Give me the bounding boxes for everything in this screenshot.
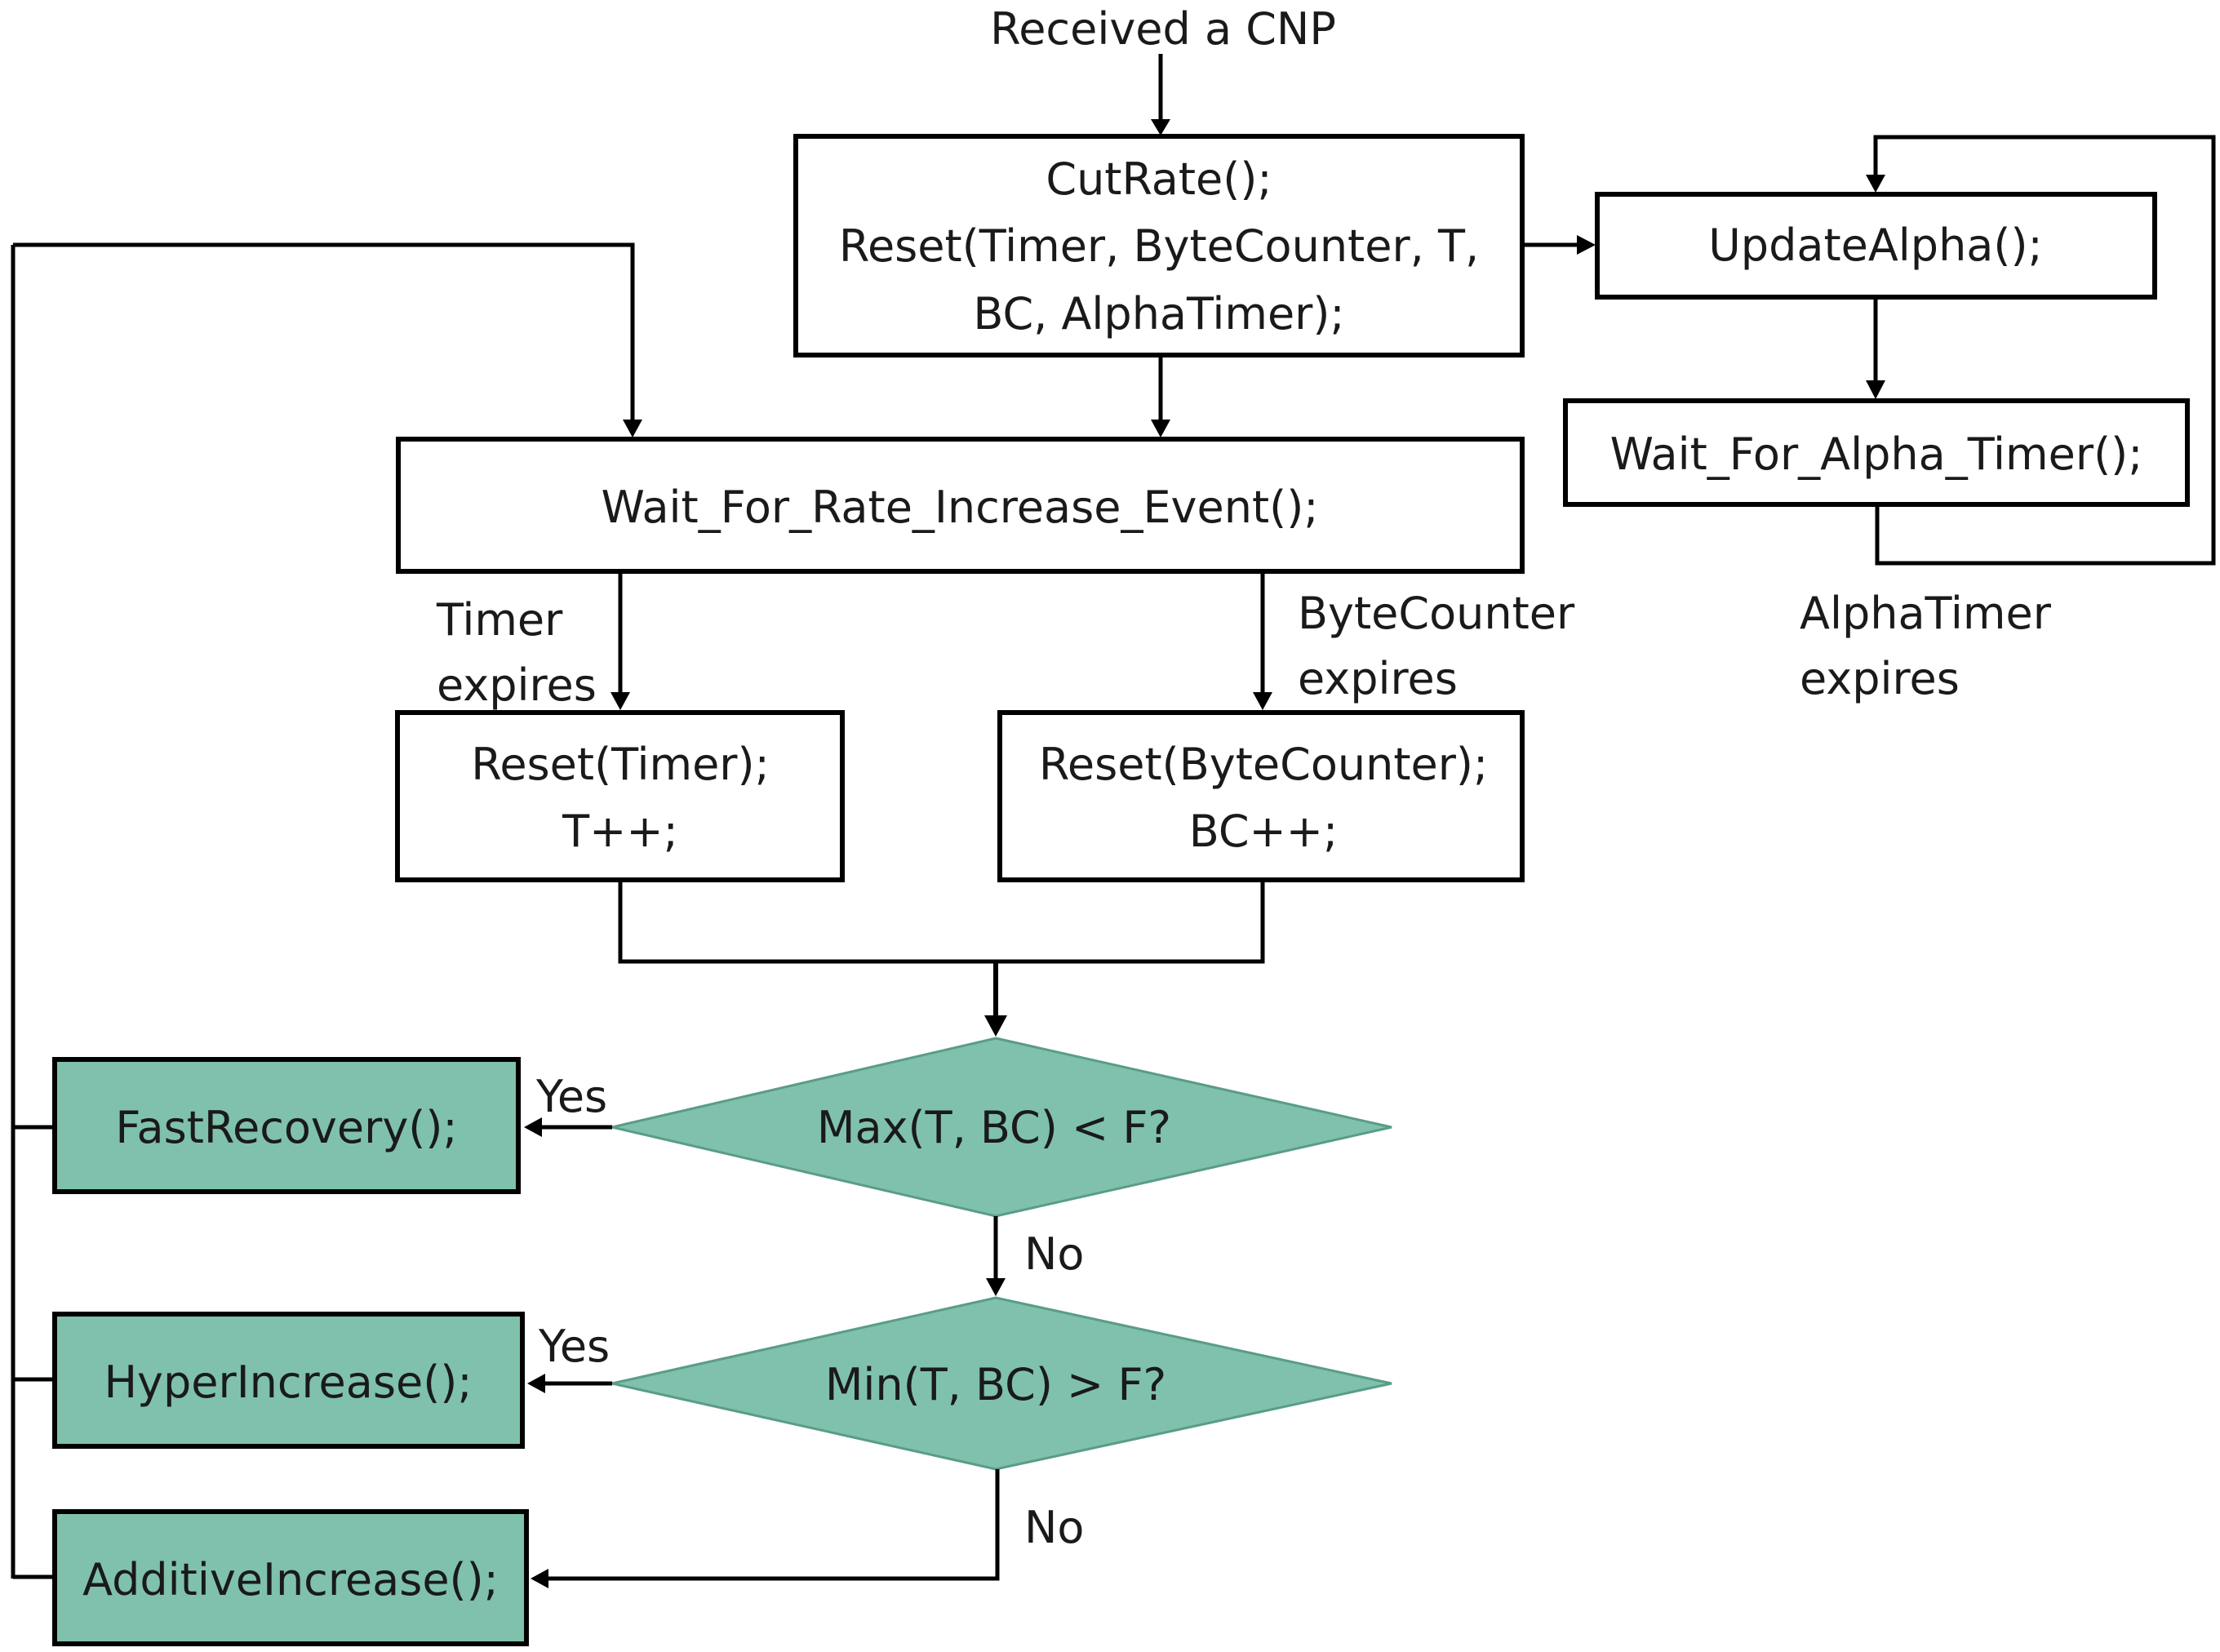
timer-expires-line-2: expires — [437, 659, 597, 711]
hyper-increase-box: HyperIncrease(); — [52, 1312, 525, 1449]
arrow-cutrate-to-waitrate — [1151, 355, 1170, 437]
wait-rate-box: Wait_For_Rate_Increase_Event(); — [396, 437, 1525, 574]
feedback-loop-line — [11, 242, 642, 1579]
no-label-1: No — [1024, 1228, 1084, 1280]
alpha-loop-line — [1866, 135, 2216, 566]
arrow-start-to-cutrate — [1151, 54, 1170, 135]
wait-alpha-label: Wait_For_Alpha_Timer(); — [1610, 429, 2143, 480]
arrow-waitrate-to-resettimer — [610, 571, 630, 710]
merge-connector — [618, 880, 1265, 1037]
arrow-min-yes-to-hyperincrease — [527, 1374, 612, 1393]
reset-timer-line-2: T++; — [562, 806, 678, 857]
bytecounter-expires-line-1: ByteCounter — [1298, 588, 1575, 639]
decision-max-label: Max(T, BC) < F? — [817, 1102, 1171, 1153]
alpha-expires-line-1: AlphaTimer — [1800, 588, 2052, 639]
arrow-cutrate-to-updatealpha — [1522, 235, 1596, 255]
cutrate-line-1: CutRate(); — [1046, 153, 1272, 205]
wait-alpha-box: Wait_For_Alpha_Timer(); — [1563, 398, 2190, 507]
decision-max: Max(T, BC) < F? — [611, 1037, 1392, 1218]
yes-label-2: Yes — [538, 1321, 610, 1372]
additive-increase-label: AdditiveIncrease(); — [82, 1554, 499, 1605]
update-alpha-box: UpdateAlpha(); — [1595, 192, 2157, 300]
reset-bytecounter-line-1: Reset(ByteCounter); — [1039, 739, 1488, 790]
reset-bytecounter-line-2: BC++; — [1189, 806, 1339, 857]
reset-bytecounter-box: Reset(ByteCounter); BC++; — [997, 710, 1525, 882]
reset-timer-line-1: Reset(Timer); — [471, 739, 770, 790]
yes-label-1: Yes — [535, 1071, 607, 1122]
fast-recovery-label: FastRecovery(); — [115, 1102, 457, 1153]
no-label-2: No — [1024, 1502, 1084, 1553]
cutrate-box: CutRate(); Reset(Timer, ByteCounter, T, … — [793, 134, 1525, 357]
arrow-max-yes-to-fastrecovery — [524, 1117, 612, 1137]
wait-rate-label: Wait_For_Rate_Increase_Event(); — [602, 482, 1319, 533]
arrow-min-no-to-additiveincrease — [531, 1469, 1000, 1588]
update-alpha-label: UpdateAlpha(); — [1708, 220, 2042, 271]
additive-increase-box: AdditiveIncrease(); — [52, 1509, 529, 1646]
arrow-max-no-to-min — [986, 1216, 1006, 1296]
timer-expires-line-1: Timer — [436, 594, 563, 646]
start-label: Received a CNP — [990, 3, 1336, 55]
alpha-expires-line-2: expires — [1800, 653, 1960, 704]
arrow-waitrate-to-resetbytecounter — [1253, 571, 1272, 710]
hyper-increase-label: HyperIncrease(); — [104, 1357, 472, 1408]
cutrate-line-3: BC, AlphaTimer); — [973, 288, 1344, 340]
decision-min: Min(T, BC) > F? — [611, 1296, 1392, 1471]
bytecounter-expires-line-2: expires — [1298, 653, 1458, 704]
arrow-updatealpha-to-waitalpha — [1866, 297, 1885, 399]
cutrate-line-2: Reset(Timer, ByteCounter, T, — [839, 220, 1479, 272]
fast-recovery-box: FastRecovery(); — [52, 1057, 521, 1194]
reset-timer-box: Reset(Timer); T++; — [395, 710, 845, 882]
decision-min-label: Min(T, BC) > F? — [825, 1359, 1166, 1410]
